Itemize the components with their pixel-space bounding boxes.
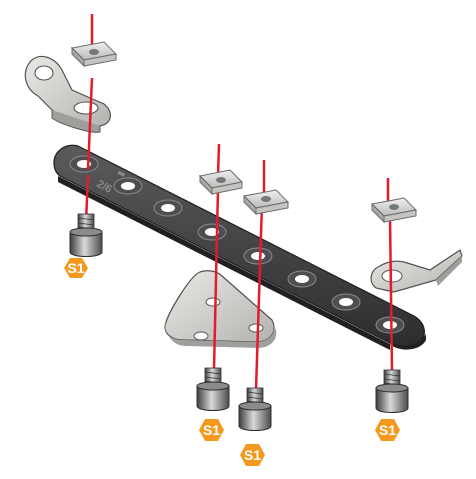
- guide-line-1-mid: [86, 77, 94, 171]
- guide-line-2-top: [216, 143, 221, 177]
- screw-s1: [238, 387, 272, 431]
- square-nuts: [70, 41, 418, 224]
- s1-badge: S1: [375, 419, 400, 441]
- plate-tick-mark: [117, 170, 126, 177]
- guide-line-2-bottom: [212, 187, 220, 371]
- screw-s1: [196, 367, 230, 411]
- left-bent-bracket: [24, 55, 111, 133]
- guide-line-3-bottom: [254, 203, 264, 391]
- screw-s1: [375, 369, 409, 413]
- s1-badge-label: S1: [67, 260, 84, 276]
- s1-badge-label: S1: [244, 447, 261, 463]
- s1-badge: S1: [64, 258, 88, 278]
- square-nut: [70, 41, 118, 68]
- guide-line-4-bottom: [388, 215, 394, 373]
- s1-badge: S1: [240, 444, 265, 466]
- screws: [69, 213, 409, 431]
- s1-badge-label: S1: [203, 422, 220, 438]
- square-nut: [242, 189, 290, 216]
- right-bent-bracket: [370, 249, 463, 293]
- screw-s1: [69, 213, 103, 257]
- bar-holes: [69, 155, 405, 334]
- square-nut: [198, 169, 244, 196]
- part-badges: S1 S1 S1 S1: [64, 258, 400, 466]
- main-strip-bar: 2/6: [53, 144, 426, 350]
- square-nut: [370, 197, 418, 224]
- s1-badge: S1: [199, 419, 224, 441]
- s1-badge-label: S1: [379, 422, 396, 438]
